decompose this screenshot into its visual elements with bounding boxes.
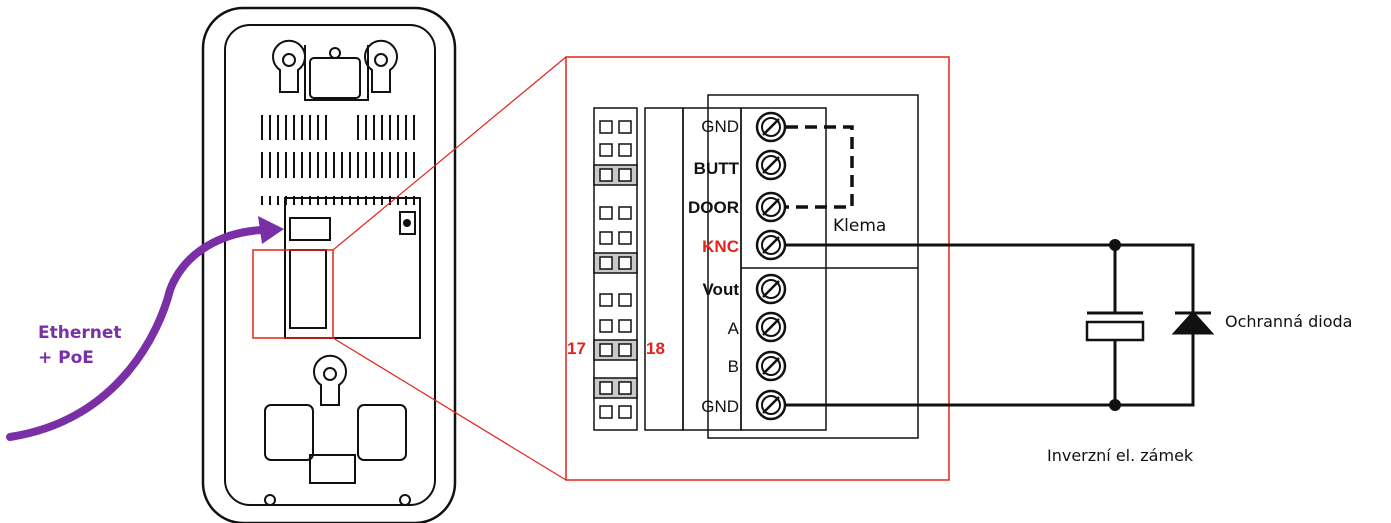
terminal-screw-slot	[762, 280, 780, 298]
pin-cell	[599, 206, 613, 220]
ethernet-cable-arrow	[6, 226, 266, 441]
pin-cell	[599, 120, 613, 134]
intercom-unit	[201, 6, 457, 523]
terminal-label-b: B	[727, 357, 739, 376]
terminal-screw-slot	[762, 118, 780, 136]
ethernet-arrow-head	[258, 216, 284, 244]
electric-lock-symbol	[1085, 311, 1145, 342]
terminal-screw-slot	[762, 236, 780, 254]
pin-label-18: 18	[646, 339, 665, 358]
terminal-screw-inner	[761, 117, 781, 137]
diode-label: Ochranná dioda	[1225, 312, 1353, 331]
zoom-source-box	[252, 249, 334, 339]
zoom-line-bottom	[332, 337, 567, 481]
pin-cell	[618, 231, 632, 245]
terminal-screw-inner	[761, 197, 781, 217]
terminal-screws	[755, 111, 787, 421]
terminal-screw-inner	[761, 235, 781, 255]
pin-cell	[618, 293, 632, 307]
pin-cell	[618, 120, 632, 134]
terminal-screw-slot	[762, 357, 780, 375]
pin-cell	[599, 381, 613, 395]
pin-cell	[618, 206, 632, 220]
terminal-label-gnd: GND	[701, 117, 739, 136]
poe-label: + PoE	[38, 348, 94, 368]
terminal-screw-slot	[762, 156, 780, 174]
terminal-screw-inner	[761, 317, 781, 337]
pin-cell	[618, 405, 632, 419]
terminal-label-knc: KNC	[702, 237, 739, 256]
terminal-label-butt: BUTT	[693, 159, 739, 178]
pin-cell	[618, 143, 632, 157]
klema-label: Klema	[833, 216, 887, 236]
ethernet-label: Ethernet	[38, 323, 122, 343]
jumper-wire-dashed	[786, 125, 854, 209]
pin-cell	[599, 293, 613, 307]
terminal-screw-inner	[761, 155, 781, 175]
pin-cell	[599, 168, 613, 182]
terminal-screw-slot	[762, 318, 780, 336]
zoom-panel	[565, 56, 950, 481]
pin-cell	[618, 381, 632, 395]
terminal-screw-slot	[762, 198, 780, 216]
terminal-label-a: A	[727, 319, 739, 338]
junction-dots	[1109, 239, 1121, 411]
protective-diode-symbol	[1171, 310, 1215, 335]
lock-label: Inverzní el. zámek	[1047, 446, 1194, 465]
terminal-screw-inner	[761, 356, 781, 376]
pin-cell	[599, 256, 613, 270]
pin-label-17: 17	[567, 339, 586, 358]
pin-cell	[599, 231, 613, 245]
terminal-screw-slot	[762, 396, 780, 414]
terminal-block	[644, 94, 919, 439]
pin-cell	[599, 143, 613, 157]
pin-cell	[599, 319, 613, 333]
terminal-screw-inner	[761, 279, 781, 299]
terminal-label-gnd-2: GND	[701, 397, 739, 416]
external-wiring	[786, 243, 1195, 407]
pin-cell	[618, 256, 632, 270]
pin-cell	[599, 405, 613, 419]
pin-cell	[618, 168, 632, 182]
vent-slits	[261, 115, 415, 205]
terminal-label-door: DOOR	[688, 198, 739, 217]
zoom-line-top	[332, 56, 567, 251]
pin-cell	[618, 343, 632, 357]
pin-cell	[618, 319, 632, 333]
terminal-label-vout: Vout	[702, 280, 739, 299]
pin-cell	[599, 343, 613, 357]
terminal-screw-inner	[761, 395, 781, 415]
pin-strip-cells	[593, 120, 638, 419]
